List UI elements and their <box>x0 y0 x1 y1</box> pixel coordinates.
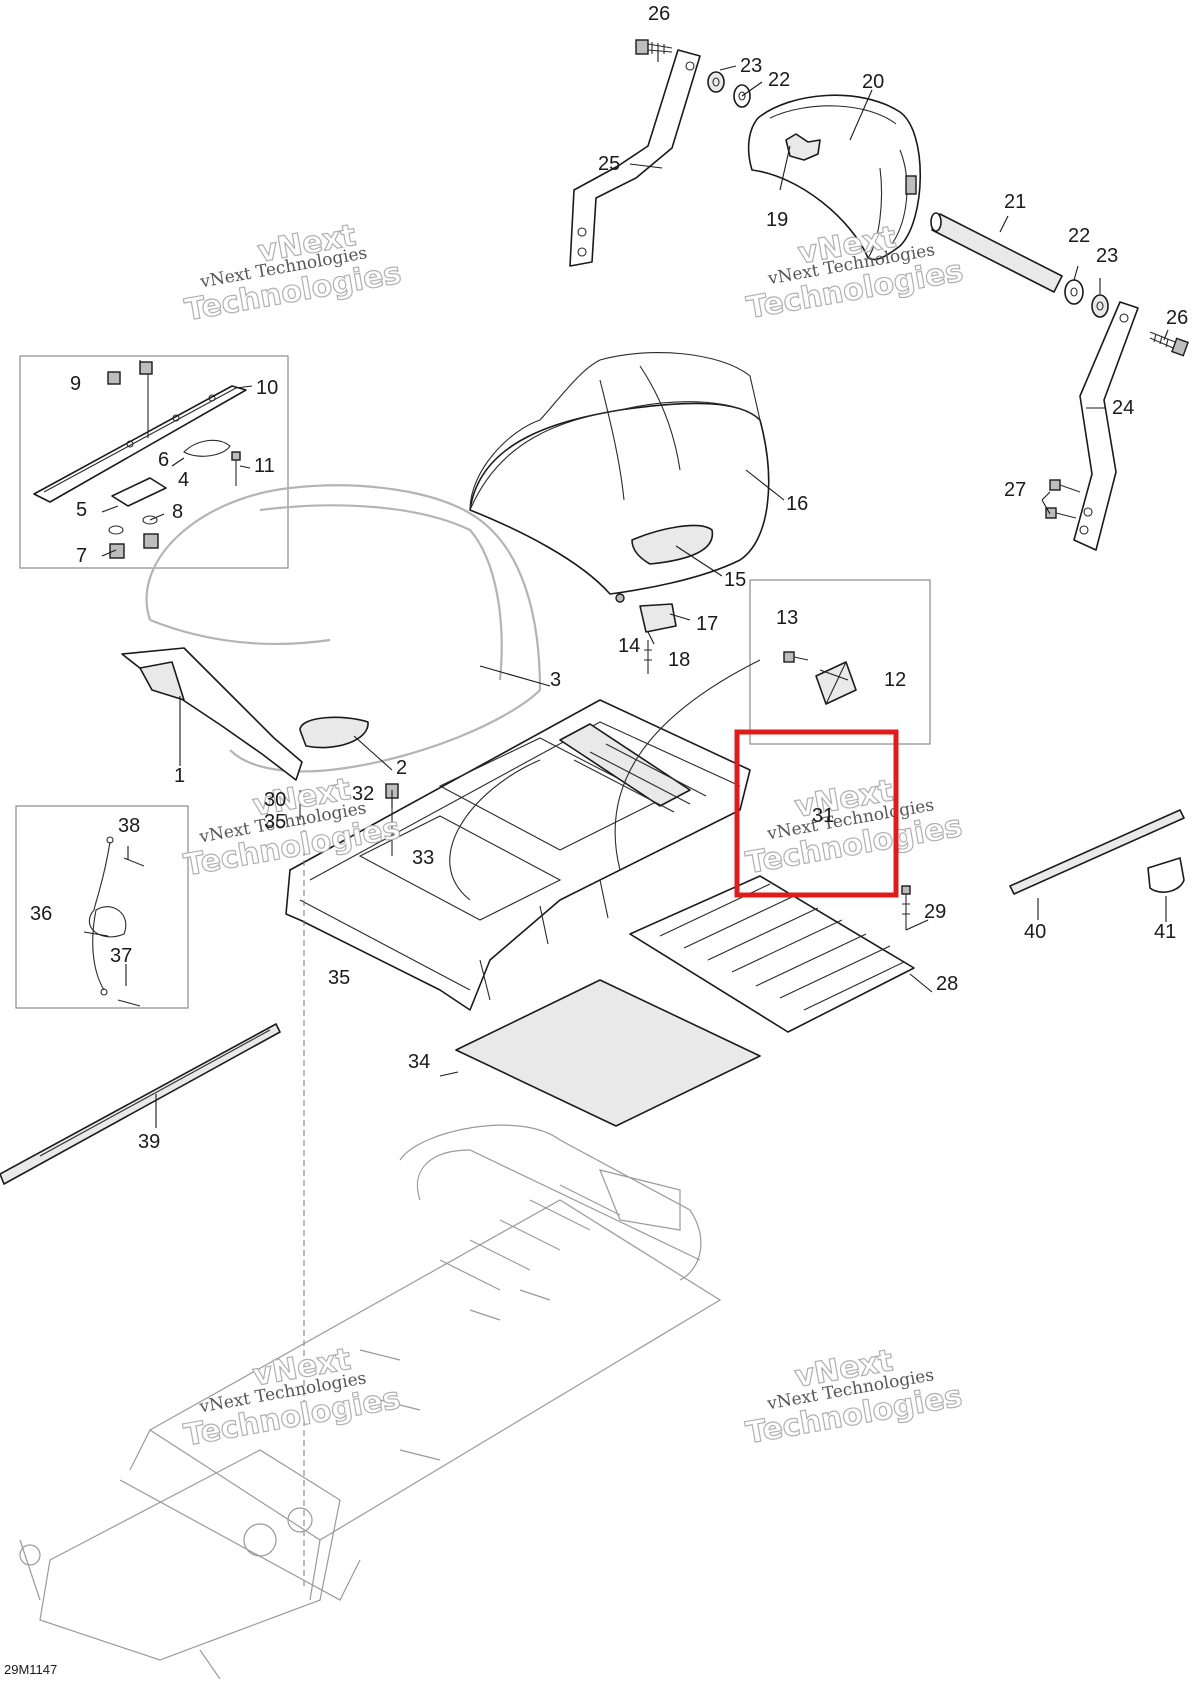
trim-strip-40 <box>1009 809 1185 895</box>
seat-base <box>121 647 303 781</box>
callout-20: 20 <box>862 71 884 93</box>
diagram-code: 29M1147 <box>4 1662 57 1677</box>
trim-strip-39 <box>0 1023 281 1185</box>
callout-2: 2 <box>396 757 407 779</box>
washer-22-right <box>1064 279 1084 305</box>
callout-26-top: 26 <box>648 3 670 25</box>
callout-38: 38 <box>118 815 140 837</box>
callout-1: 1 <box>174 765 185 787</box>
callout-8: 8 <box>172 501 183 523</box>
callout-23-top: 23 <box>740 55 762 77</box>
callout-31: 31 <box>812 805 834 827</box>
callout-9: 9 <box>70 373 81 395</box>
callout-14: 14 <box>618 635 640 657</box>
callout-40: 40 <box>1024 921 1046 943</box>
callout-35: 35 <box>328 967 350 989</box>
chassis-frame <box>19 1124 722 1680</box>
callout-21: 21 <box>1004 191 1026 213</box>
callout-15: 15 <box>724 569 746 591</box>
curved-guide-arrows <box>449 659 761 901</box>
callout-41: 41 <box>1154 921 1176 943</box>
callout-19: 19 <box>766 209 788 231</box>
callout-27: 27 <box>1004 479 1026 501</box>
backrest-pad <box>747 94 921 261</box>
inset-hinge-box <box>749 579 931 745</box>
rear-seat <box>469 352 770 603</box>
callout-23-right: 23 <box>1096 245 1118 267</box>
watermark-4: vNext vNext Technologies Technologies <box>743 773 966 882</box>
rear-body-tub <box>285 699 751 1011</box>
callout-22-right: 22 <box>1068 225 1090 247</box>
callout-5: 5 <box>76 499 87 521</box>
callout-30: 30 <box>264 789 286 811</box>
latch-rail <box>33 385 247 503</box>
end-cap-41 <box>1147 857 1185 893</box>
callout-10: 10 <box>256 377 278 399</box>
callout-22-top: 22 <box>768 69 790 91</box>
floor-mat <box>455 979 761 1127</box>
seat-cushion <box>145 484 542 773</box>
hinge-12 <box>783 651 857 705</box>
callout-labels: 26 23 22 20 25 19 21 22 23 26 24 27 16 1… <box>30 3 1188 1153</box>
callout-17: 17 <box>696 613 718 635</box>
latch-hardware <box>107 361 241 559</box>
bolt-26-top <box>635 39 673 55</box>
callout-16: 16 <box>786 493 808 515</box>
callout-34: 34 <box>408 1051 430 1073</box>
callout-3: 3 <box>550 669 561 691</box>
callout-32: 32 <box>352 783 374 805</box>
callout-24: 24 <box>1112 397 1134 419</box>
watermark-1: vNext vNext Technologies Technologies <box>182 217 405 328</box>
callout-26-right: 26 <box>1166 307 1188 329</box>
callout-36: 36 <box>30 903 52 925</box>
callout-11: 11 <box>254 455 275 477</box>
bolt-26-right <box>1149 331 1189 357</box>
callout-28: 28 <box>936 973 958 995</box>
callout-18: 18 <box>668 649 690 671</box>
callout-12: 12 <box>884 669 906 691</box>
callout-39: 39 <box>138 1131 160 1153</box>
spacer-23-top <box>707 71 725 93</box>
callout-33: 33 <box>412 847 434 869</box>
callout-4: 4 <box>178 469 189 491</box>
backrest-bracket-right <box>1073 301 1139 551</box>
bolts-27 <box>1045 479 1081 519</box>
callout-25: 25 <box>598 153 620 175</box>
callout-6: 6 <box>158 449 169 471</box>
axle-rod <box>930 212 1063 293</box>
callout-37: 37 <box>110 945 132 967</box>
leader-lines <box>83 50 1169 1128</box>
rack-panel <box>629 875 915 1033</box>
hinge-17-18 <box>639 603 677 674</box>
watermark-6: vNext vNext Technologies Technologies <box>743 1343 966 1452</box>
callout-7: 7 <box>76 545 87 567</box>
inset-tether-box <box>15 805 189 1009</box>
seat-pad-2 <box>299 716 369 749</box>
callout-29: 29 <box>924 901 946 923</box>
callout-35-upper: 35 <box>264 811 286 833</box>
callout-13: 13 <box>776 607 798 629</box>
spacer-23-right <box>1091 294 1109 318</box>
tether-cable <box>88 836 145 1007</box>
highlight-box-31 <box>734 729 899 898</box>
backrest-bracket-left <box>569 49 701 267</box>
